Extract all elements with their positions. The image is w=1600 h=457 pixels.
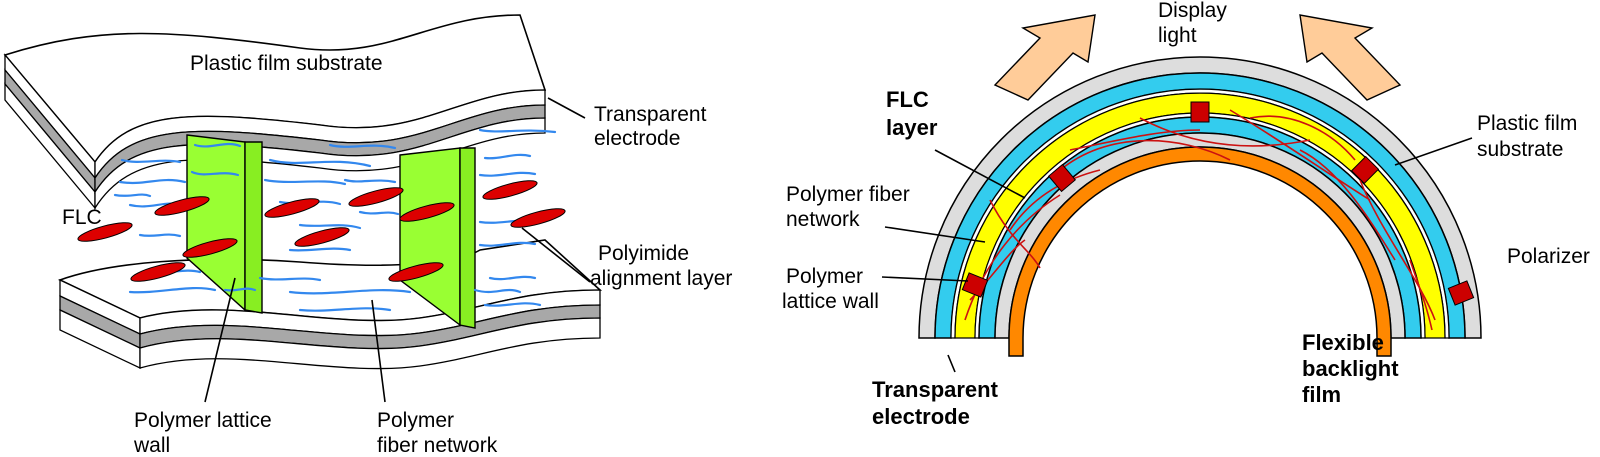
electrode-label-2: electrode: [594, 127, 680, 150]
lattice-leader: [204, 277, 236, 403]
arch-layers: [918, 56, 1482, 357]
electrode-leader-right: [947, 354, 956, 373]
lattice-wall-leader: [881, 276, 969, 282]
electrode-label-1: Transparent: [594, 103, 707, 126]
display-light-arrow-left: [993, 14, 1096, 101]
lattice-wall-left: [186, 134, 263, 314]
lattice-label-1: Polymer lattice: [134, 409, 272, 432]
flc-layer-leader: [934, 149, 1026, 199]
substrate-label-1: Plastic film: [1477, 112, 1577, 135]
lattice-wall-right: [399, 147, 476, 329]
right-panel: Display light FLC layer Polymer fiber ne…: [782, 0, 1590, 429]
fiber-network-label-2: network: [786, 208, 860, 231]
fiber-label-1: Polymer: [377, 409, 454, 432]
flc-molecules: [77, 180, 566, 282]
electrode-label-2: electrode: [872, 404, 970, 429]
fiber-network-leader: [884, 226, 986, 243]
display-light-arrow-right: [1299, 14, 1402, 101]
polyimide-label-2: alignment layer: [590, 267, 732, 290]
backlight-label-1: Flexible: [1302, 330, 1384, 355]
backlight-film: [1008, 146, 1392, 357]
flc-layer-label-1: FLC: [886, 87, 929, 112]
fiber-network-label-1: Polymer fiber: [786, 183, 910, 206]
lattice-wall-blocks: [961, 101, 1475, 306]
polymer-fiber-network: [113, 128, 557, 312]
left-panel: Plastic film substrate Transparent elect…: [3, 14, 732, 457]
substrate-label: Plastic film substrate: [190, 52, 383, 75]
red-fiber-lines: [964, 109, 1436, 331]
flc-label: FLC: [62, 206, 102, 229]
lattice-wall-label-2: lattice wall: [782, 290, 879, 313]
fiber-label-2: fiber network: [377, 434, 498, 457]
polyimide-label-1: Polyimide: [598, 242, 689, 265]
flc-layer-label-2: layer: [886, 115, 938, 140]
backlight-label-2: backlight: [1302, 356, 1399, 381]
substrate-label-2: substrate: [1477, 138, 1563, 161]
electrode-leader: [547, 97, 586, 119]
polyimide-leader: [521, 227, 591, 283]
substrate-leader: [1394, 137, 1473, 166]
backlight-label-3: film: [1302, 382, 1341, 407]
polarizer-label: Polarizer: [1507, 245, 1590, 268]
electrode-label-1: Transparent: [872, 377, 999, 402]
lattice-label-2: wall: [133, 434, 170, 457]
display-label-2: light: [1158, 24, 1197, 47]
display-label-1: Display: [1158, 0, 1227, 22]
fiber-leader: [371, 299, 386, 403]
lattice-wall-label-1: Polymer: [786, 265, 863, 288]
